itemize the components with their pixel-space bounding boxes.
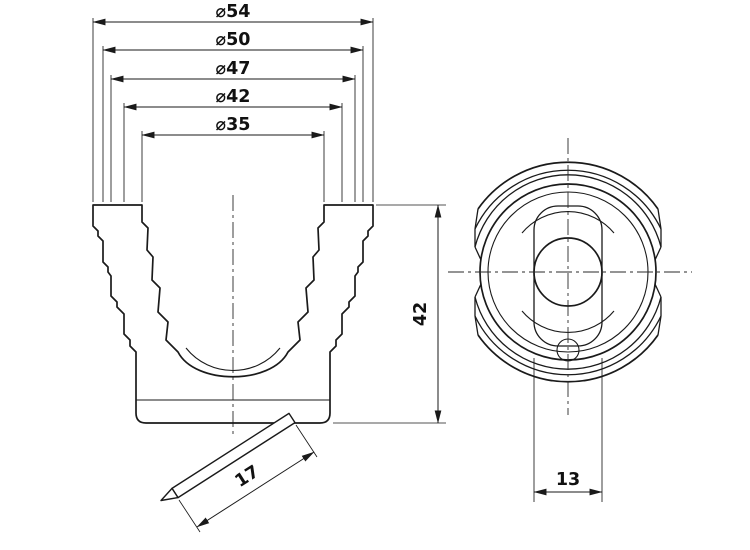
- dimension-d50: ⌀50: [102, 30, 364, 202]
- section-outline-hatched: [92, 204, 374, 424]
- inner-arc-top: [521, 211, 615, 234]
- dimension-d42: ⌀42: [123, 87, 343, 202]
- dim-label-d42: ⌀42: [216, 87, 251, 107]
- dim-label-d35: ⌀35: [216, 115, 251, 135]
- dim-label-d47: ⌀47: [216, 59, 251, 79]
- step-connectors: [474, 208, 662, 336]
- dimension-d47: ⌀47: [110, 59, 356, 202]
- dimension-hole-13: 13: [533, 358, 603, 502]
- outer-arc-top: [477, 161, 659, 210]
- dimensions: ⌀54 ⌀50 ⌀47 ⌀42 ⌀35: [92, 2, 603, 533]
- spout-tip: [160, 487, 179, 502]
- bottom-membrane-line: [185, 347, 281, 372]
- dim-label-height: 42: [411, 302, 431, 326]
- front-centerlines: [448, 138, 692, 415]
- dim-label-hole: 13: [556, 470, 580, 490]
- dimension-height-42: 42: [333, 204, 446, 424]
- dim-label-d54: ⌀54: [216, 2, 251, 22]
- dimension-d54: ⌀54: [92, 2, 374, 202]
- dimension-d35: ⌀35: [141, 115, 325, 202]
- front-view: [448, 138, 692, 415]
- dim-label-d50: ⌀50: [216, 30, 251, 50]
